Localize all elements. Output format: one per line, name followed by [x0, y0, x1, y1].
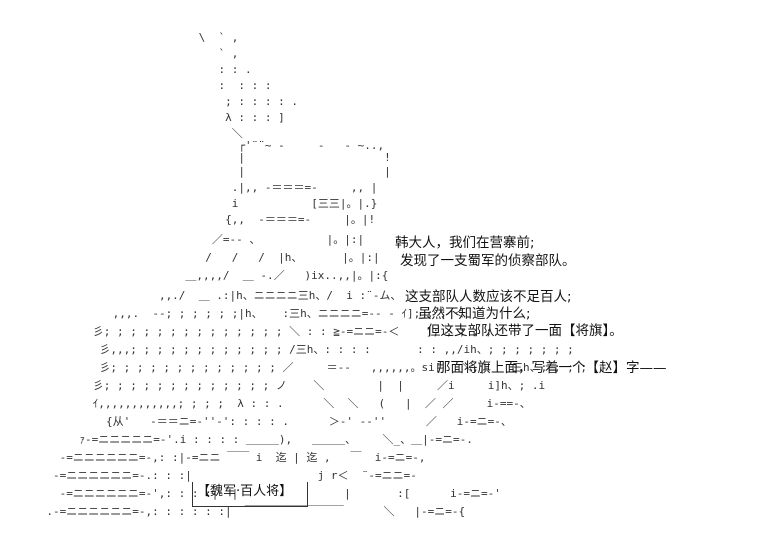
ascii-art-line: : : : : — [0, 79, 272, 92]
ascii-art-line: 彡; ; ; ; ; ; ; ; ; ; ; ; ; ノ ＼ | | ／i i]… — [0, 379, 546, 392]
ascii-art-line: 彡,,,; ; ; ; ; ; ; ; ; ; ; ; /三h、: : : : … — [0, 343, 574, 356]
ascii-art-line: ` , — [0, 47, 239, 60]
ascii-art-line: ┌'¨¨~ ‐ ‐ ‐ ~.., — [0, 139, 385, 152]
ascii-art-line: ,,./ ＿ .:|h、ニニニニ三h、/ i :¨‐ム、 — [0, 289, 402, 302]
ascii-art-line: 彡; ; ; ; ; ; ; ; ; ; ; ; ; ; ＼ : : ≧‐=ニニ… — [0, 325, 493, 338]
flag-label: 【魏军·百人将】 — [197, 484, 293, 499]
ascii-art-line: .|,, ‐＝＝＝=‐ ,, | — [0, 181, 378, 194]
ascii-art-line: ｲ,,,,,,,,,,,,; ; ; ; λ : : . ＼ ＼ ( | ／ ／… — [0, 397, 531, 410]
dialogue-line: 发现了一支蜀军的侦察部队。 — [400, 253, 576, 269]
ascii-art-line: i [三三|。|.} — [0, 197, 378, 210]
ascii-art-line: \ ` , — [0, 31, 239, 44]
ascii-art-line: 彡; ; ; ; ; ; ; ; ; ; ; ; ; ／ ＝‐‐ ,,,,,,。… — [0, 361, 587, 374]
ascii-art-line: | | — [0, 165, 391, 178]
dialogue-line: 虽然不知道为什么; — [418, 306, 531, 322]
ascii-art-line: / / / |h、 |。|:| — [0, 251, 380, 264]
ascii-art-line: ＼ — [0, 127, 243, 140]
dialogue-line: 那面将旗上面，写着一个【赵】字—— — [437, 360, 667, 376]
ascii-art-line: ‐=ニニニニニニ=‐,: :|‐=ニニ ￣￣ i 迄 | 迄 , ￣ i‐=ニ=… — [0, 451, 426, 464]
ascii-art-line: {,, ‐＝＝＝=‐ |。|! — [0, 213, 376, 226]
ascii-art-line: ‐=ニニニニニニ=‐',: : : :| | | :[ i‐=ニ=‐' — [0, 487, 501, 500]
ascii-art-line: {从' ‐＝＝ニ=‐''-': : : : . ＞‐' ‐‐'' ／ i‐=ニ=… — [0, 415, 512, 428]
flag-label-frame — [192, 482, 308, 507]
ascii-art-line: λ : : : ] — [0, 111, 285, 124]
dialogue-line: 韩大人，我们在营寨前; — [395, 235, 535, 251]
ascii-art-line: ‐=ニニニニニニ=‐.: : :| j r＜ ¨‐=ニニ=‐ — [0, 469, 417, 482]
ascii-art-line: .‐=ニニニニニニ=‐,: : : : : :| ￣￣￣￣￣￣￣￣￣ ＼ |‐=… — [0, 505, 466, 518]
ascii-art-line: | ! — [0, 151, 391, 164]
ascii-art-line: ／=‐‐ 、 |。|:| — [0, 233, 365, 246]
ascii-art-line: : : . — [0, 63, 252, 76]
ascii-art-line: ,,,. ‐‐; ; ; ; ; ;|h、 :三h、ニニニニ=‐‐ ‐ ｲ]; … — [0, 307, 465, 320]
ascii-art-line: ｧ‐=ニニニニニ=‐'.i : : : : ＿＿＿), ＿＿＿、 ＼_、＿|‐=… — [0, 433, 473, 446]
ascii-art-line: ＿,,,,/ ＿ ‐.／ )ix..,,|。|:{ — [0, 269, 389, 282]
ascii-art-line: ; : : : : . — [0, 95, 299, 108]
dialogue-line: 但这支部队还带了一面【将旗】。 — [427, 323, 623, 339]
dialogue-line: 这支部队人数应该不足百人; — [405, 289, 572, 305]
